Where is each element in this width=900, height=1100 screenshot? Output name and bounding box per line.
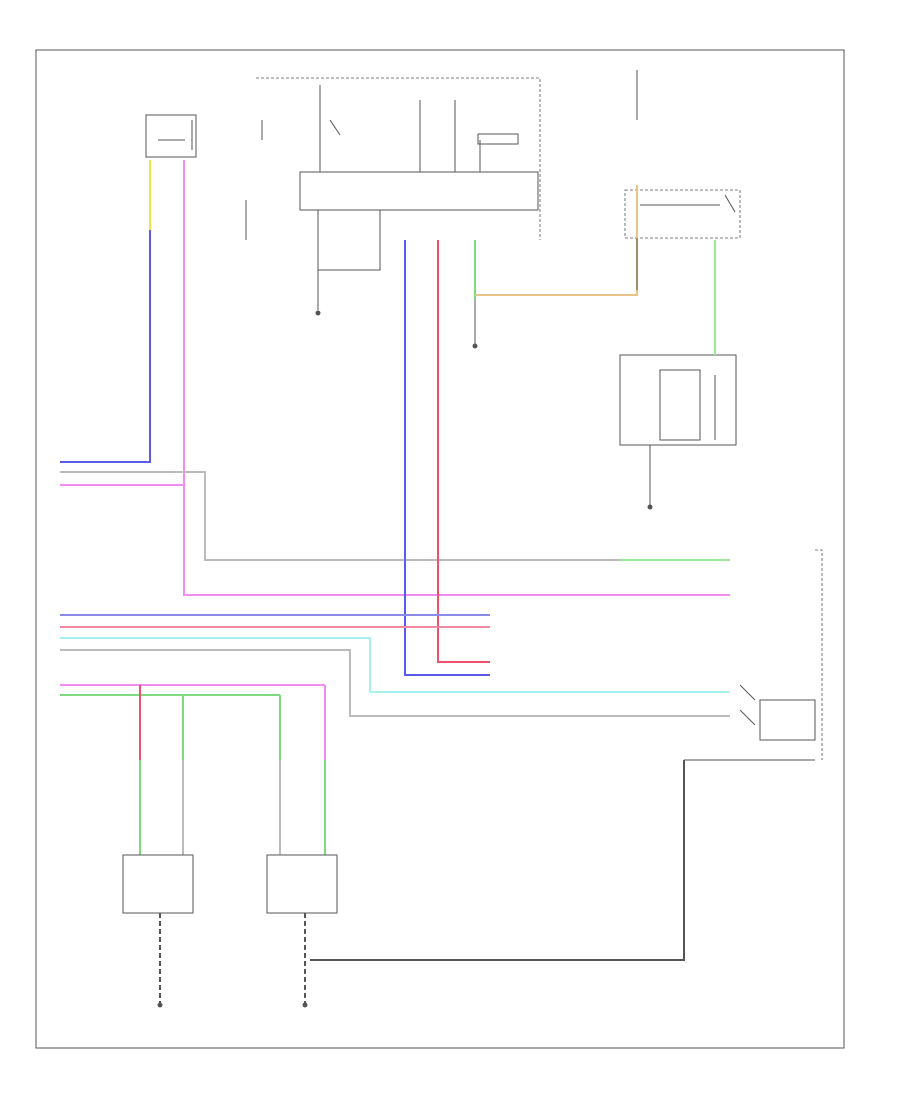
front-door-heater-left	[122, 854, 194, 914]
wire-tan	[475, 185, 638, 296]
front-door-heater-right	[266, 854, 338, 914]
ipdm-module	[245, 77, 541, 240]
diagram-border	[35, 49, 845, 1049]
fuse-block	[624, 70, 741, 239]
ground-node-3	[647, 504, 653, 510]
wire-blue-left	[60, 230, 151, 463]
ground-node-1	[315, 310, 321, 316]
wire-return-bottom	[310, 760, 685, 961]
combination-meter	[619, 354, 737, 446]
wire-pink-long	[183, 160, 730, 596]
rear-window-defogger-relay	[145, 114, 197, 158]
defogger-switch	[739, 549, 823, 760]
ground-node-right	[302, 1002, 308, 1008]
wire-red-main	[437, 240, 490, 663]
ipdm-loop	[317, 210, 381, 271]
ground-node-2	[472, 343, 478, 349]
wire-cyan	[60, 637, 730, 693]
ground-node-left	[157, 1002, 163, 1008]
wire-gray-1	[60, 471, 730, 561]
wire-blue-main	[404, 240, 490, 676]
wire-gray-2	[60, 649, 730, 717]
